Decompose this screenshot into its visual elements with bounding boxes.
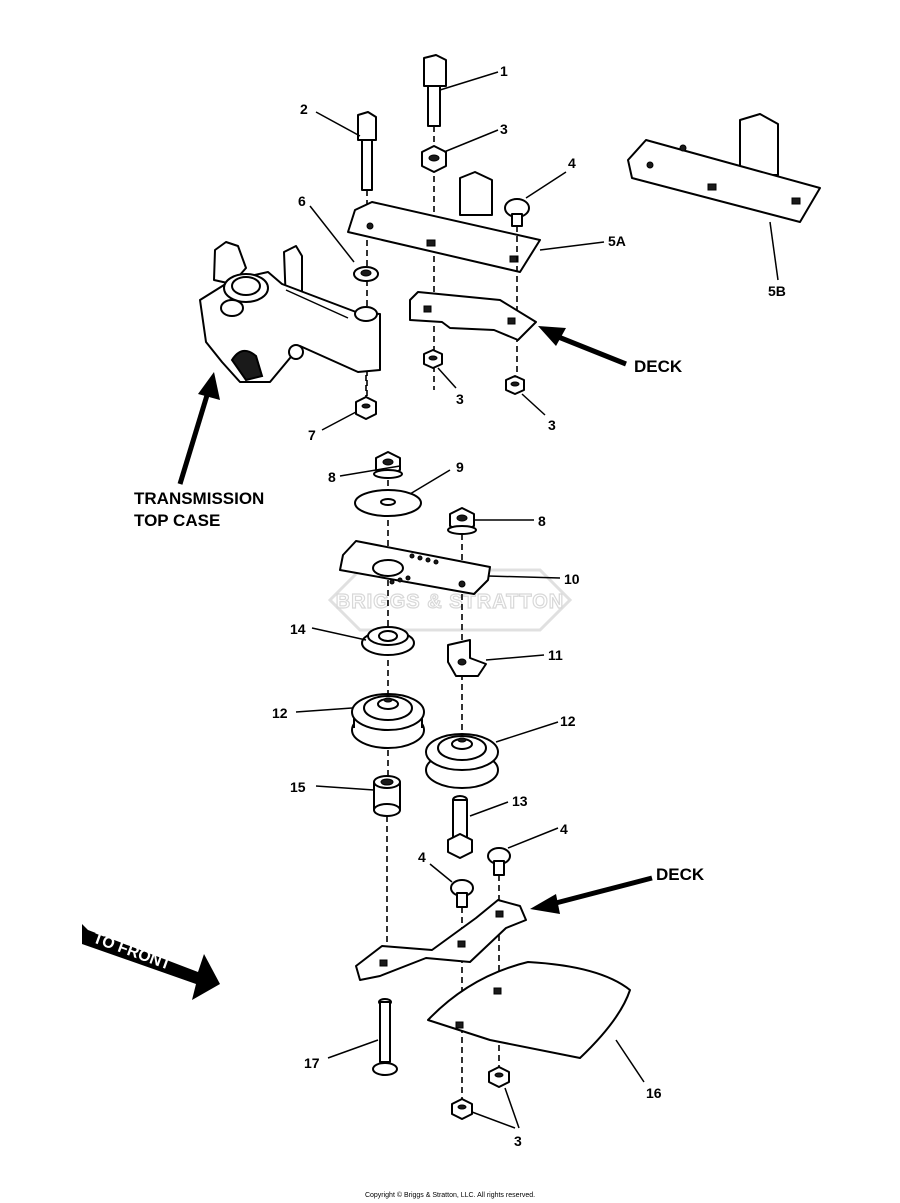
leader-13 xyxy=(469,801,509,817)
leader-3 xyxy=(443,129,499,153)
nut-part-7 xyxy=(355,396,377,420)
leader-1 xyxy=(439,71,499,91)
leader-3d xyxy=(471,1111,516,1129)
leader-7 xyxy=(321,411,357,431)
nut-part-3-bottom-left xyxy=(451,1098,473,1120)
idler-arm-part-10 xyxy=(339,540,491,595)
callout-15: 15 xyxy=(290,779,306,795)
leader-15 xyxy=(315,785,375,791)
pulley-part-12-right xyxy=(425,733,499,789)
callout-12-left: 12 xyxy=(272,705,288,721)
deck-plate-lower xyxy=(355,899,527,981)
transmission-label-line2: TOP CASE xyxy=(134,511,220,530)
leader-3e xyxy=(504,1087,520,1129)
carriage-bolt-part-4 xyxy=(504,198,530,227)
nut-part-3 xyxy=(421,145,447,173)
leader-5b xyxy=(769,221,779,281)
callout-12-right: 12 xyxy=(560,713,576,729)
flange-nut-part-8-right xyxy=(447,507,477,535)
watermark-text: BRIGGS & STRATTON xyxy=(336,591,564,613)
deck-label-upper: DECK xyxy=(634,357,683,376)
callout-3-top: 3 xyxy=(500,121,508,137)
to-front-label: TO FRONT xyxy=(91,930,174,974)
leader-4c xyxy=(429,863,453,883)
nut-part-3-right xyxy=(505,375,525,395)
callout-5a: 5A xyxy=(608,233,626,249)
washer-part-9 xyxy=(354,489,422,517)
pulley-part-12-left xyxy=(351,693,425,749)
leader-12a xyxy=(295,707,353,713)
callout-14: 14 xyxy=(290,621,306,637)
callout-3-mid-left: 3 xyxy=(456,391,464,407)
leader-10 xyxy=(487,575,561,579)
callout-5b: 5B xyxy=(768,283,786,299)
transmission-arrow xyxy=(177,372,220,485)
callout-7: 7 xyxy=(308,427,316,443)
callout-4-lower-left: 4 xyxy=(418,849,426,865)
callout-4-top: 4 xyxy=(568,155,576,171)
transmission-label-line1: TRANSMISSION xyxy=(134,489,264,508)
to-front-arrow: TO FRONT xyxy=(82,924,220,1000)
deck-plate-upper xyxy=(409,291,537,341)
callout-4-lower-right: 4 xyxy=(560,821,568,837)
callout-6: 6 xyxy=(298,193,306,209)
copyright-text: Copyright © Briggs & Stratton, LLC. All … xyxy=(365,1191,535,1199)
leader-3c xyxy=(521,393,546,416)
bushing-part-14 xyxy=(361,626,415,656)
callout-8-right: 8 xyxy=(538,513,546,529)
deck-arrow-lower xyxy=(530,875,653,914)
bolt-part-17 xyxy=(372,998,398,1076)
transmission-top-case xyxy=(199,241,381,383)
deck-arrow-upper xyxy=(538,326,627,367)
callout-9: 9 xyxy=(456,459,464,475)
bracket-part-11 xyxy=(447,639,487,677)
callout-11: 11 xyxy=(548,647,563,663)
leader-11 xyxy=(485,654,545,661)
bearing-part-15 xyxy=(373,775,401,817)
nut-part-3-bottom-right xyxy=(488,1066,510,1088)
shoulder-bolt-part-13 xyxy=(447,795,473,859)
nut-part-3-left xyxy=(423,349,443,369)
carriage-bolt-part-4-left xyxy=(450,879,474,908)
callout-13: 13 xyxy=(512,793,528,809)
leader-5a xyxy=(539,241,605,251)
carriage-bolt-part-4-right xyxy=(487,847,511,876)
callout-8-left: 8 xyxy=(328,469,336,485)
leader-3b xyxy=(437,367,457,389)
leader-4b xyxy=(507,827,559,849)
callout-3-mid-right: 3 xyxy=(548,417,556,433)
bracket-part-5b xyxy=(627,113,821,223)
leader-4 xyxy=(525,171,567,199)
bolt-part-1 xyxy=(423,54,447,127)
callout-10: 10 xyxy=(564,571,580,587)
spacer-part-6 xyxy=(353,266,379,282)
bracket-part-5a xyxy=(347,171,541,273)
leader-2 xyxy=(315,111,361,137)
leader-17 xyxy=(327,1039,379,1059)
callout-2: 2 xyxy=(300,101,308,117)
leader-6 xyxy=(309,205,355,263)
leader-12b xyxy=(495,721,559,743)
leader-14 xyxy=(311,627,367,641)
bolt-part-2 xyxy=(357,111,377,191)
deck-label-lower: DECK xyxy=(656,865,705,884)
callout-16: 16 xyxy=(646,1085,662,1101)
callout-3-bottom: 3 xyxy=(514,1133,522,1149)
flange-nut-part-8-left xyxy=(373,451,403,479)
leader-8a xyxy=(339,465,401,477)
shield-part-16 xyxy=(427,961,631,1059)
leader-9 xyxy=(409,469,451,495)
callout-1: 1 xyxy=(500,63,508,79)
callout-17: 17 xyxy=(304,1055,320,1071)
leader-16 xyxy=(615,1039,645,1083)
